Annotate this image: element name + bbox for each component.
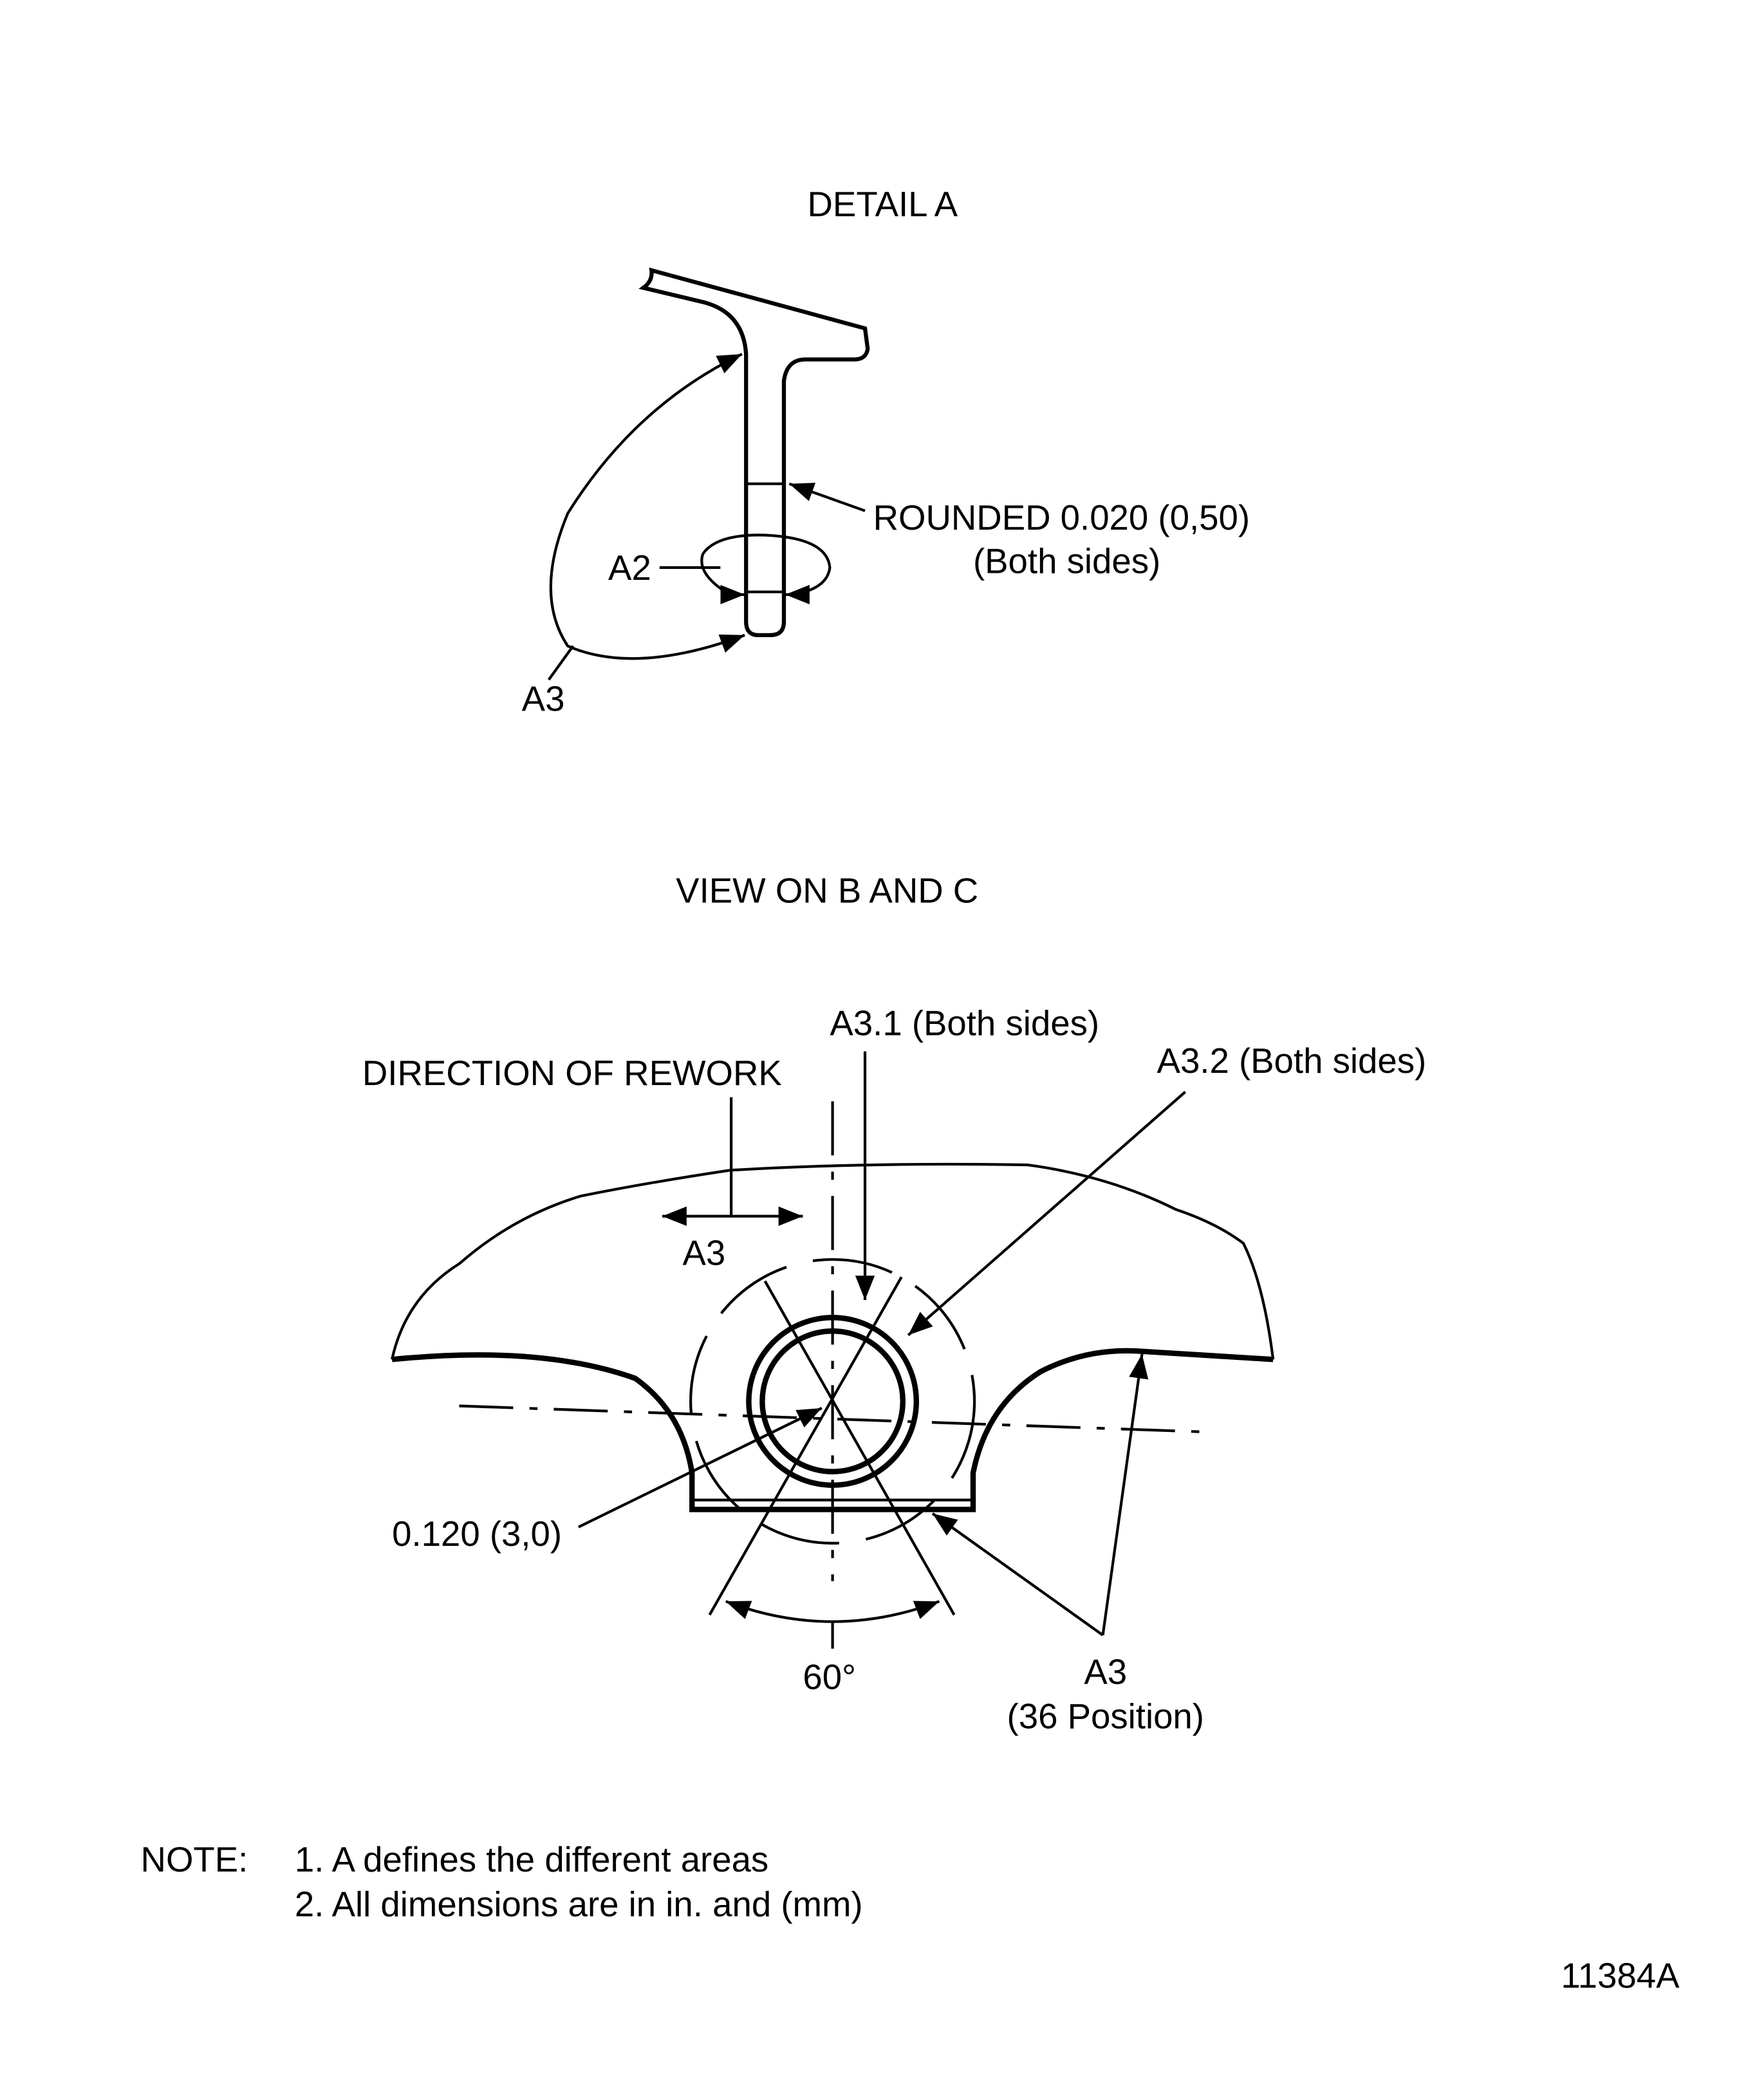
- a3-direction-label: A3: [683, 1233, 726, 1272]
- dim-arrow: [577, 1407, 823, 1529]
- a3-leader: [547, 645, 575, 681]
- a3-position-sub: (36 Position): [1007, 1697, 1204, 1736]
- a3-position-label: A3: [1084, 1652, 1127, 1691]
- a3-position-arrow-1: [931, 1512, 1104, 1637]
- detail-a-title: DETAIL A: [808, 185, 958, 224]
- a32-label: A3.2 (Both sides): [1157, 1041, 1427, 1081]
- a2-ellipse: [700, 534, 832, 596]
- angle-line-right: [763, 1280, 956, 1616]
- view-title: VIEW ON B AND C: [676, 871, 978, 911]
- angle-arc: [725, 1600, 940, 1623]
- view-b-c: VIEW ON B AND C 60° DIRECTION OF REWORK …: [362, 871, 1426, 1736]
- blade-profile: [638, 267, 870, 638]
- rounded-label: ROUNDED 0.020 (0,50): [873, 498, 1250, 537]
- a2-label: A2: [608, 548, 651, 588]
- both-sides-label: (Both sides): [973, 541, 1160, 581]
- rounded-leader: [788, 482, 866, 512]
- note-2: 2. All dimensions are in in. and (mm): [295, 1884, 863, 1924]
- note-1: 1. A defines the different areas: [295, 1840, 768, 1879]
- dim-label: 0.120 (3,0): [392, 1514, 562, 1554]
- a32-arrow: [907, 1091, 1187, 1337]
- horizontal-centerline: [459, 1404, 1202, 1433]
- detail-a: DETAIL A ROUNDED 0.020 (0,50) (Both side…: [522, 185, 1250, 719]
- note-prefix: NOTE:: [141, 1840, 248, 1879]
- direction-label: DIRECTION OF REWORK: [362, 1054, 782, 1093]
- a3-arc: [549, 353, 745, 660]
- airfoil-outline: [391, 1162, 1275, 1360]
- notes: NOTE: 1. A defines the different areas 2…: [141, 1840, 863, 1924]
- angle-line-left: [708, 1276, 903, 1616]
- a3-label: A3: [522, 679, 565, 718]
- a31-label: A3.1 (Both sides): [830, 1003, 1099, 1043]
- figure-id: 11384A: [1561, 1956, 1680, 1996]
- dashed-circle: [689, 1258, 976, 1545]
- angle-label: 60°: [803, 1658, 856, 1697]
- a3-position-arrow-2: [1101, 1353, 1149, 1635]
